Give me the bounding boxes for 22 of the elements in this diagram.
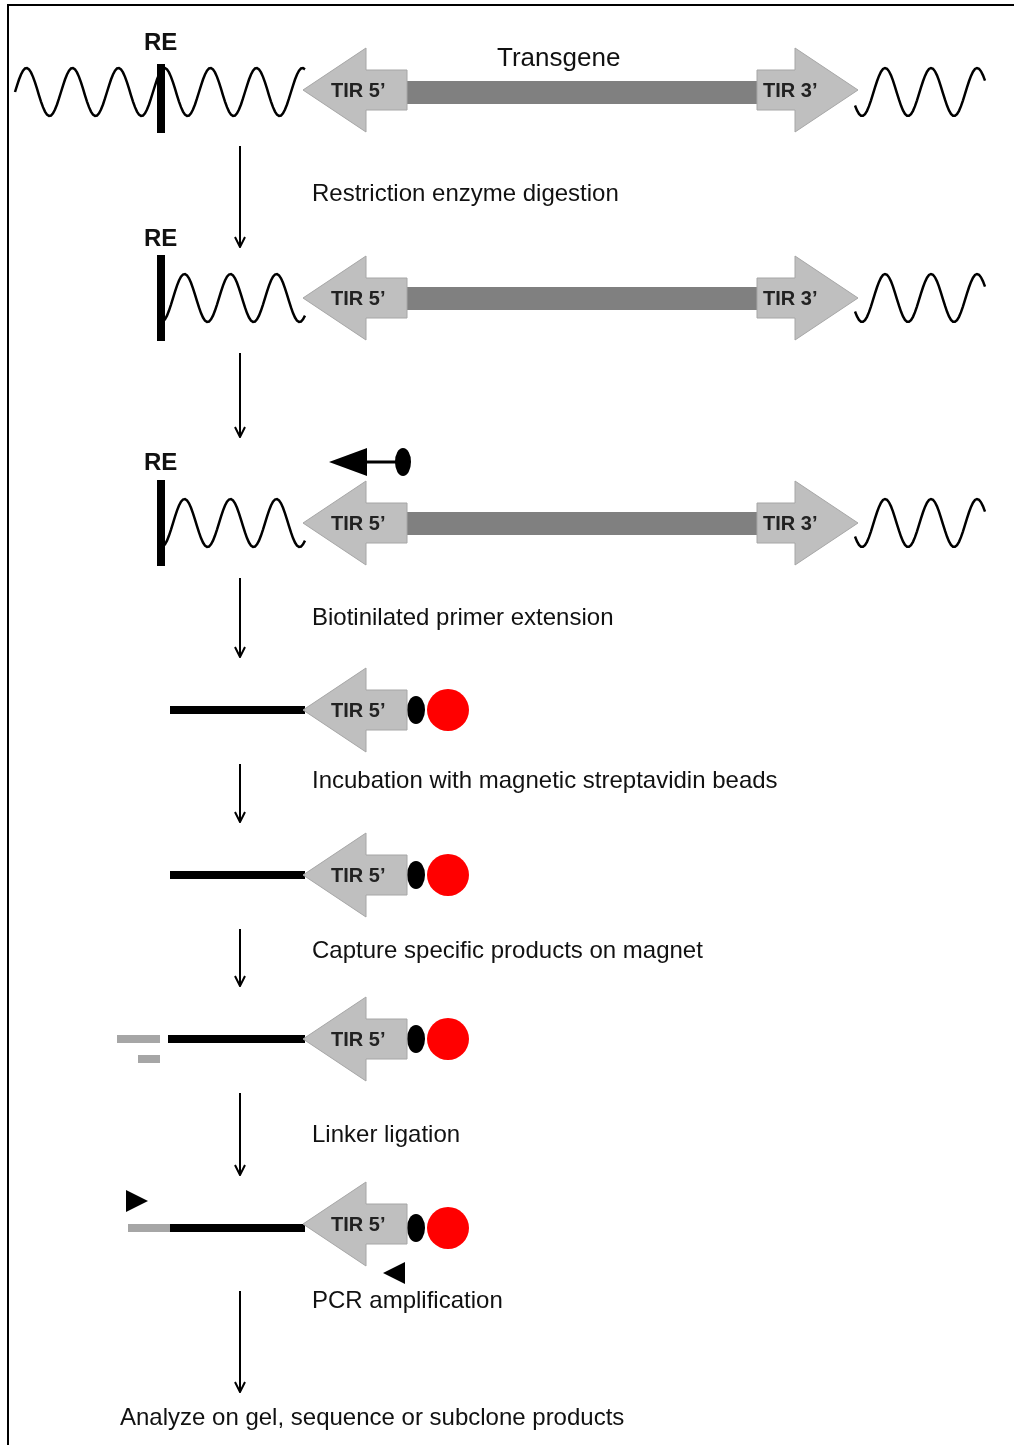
tir-arrow: TIR 3’ <box>757 48 858 132</box>
step-arrow <box>234 763 246 823</box>
tir-arrow: TIR 5’ <box>303 668 407 752</box>
tir-arrow: TIR 3’ <box>757 481 858 565</box>
step-arrow <box>234 1290 246 1393</box>
tir-arrow: TIR 5’ <box>303 1182 407 1266</box>
step-text: Analyze on gel, sequence or subclone products <box>120 1400 760 1436</box>
tir-arrow: TIR 3’ <box>757 256 858 340</box>
tir-arrow: TIR 5’ <box>303 256 407 340</box>
tir-arrow: TIR 5’ <box>303 833 407 917</box>
tir-arrow: TIR 5’ <box>303 997 407 1081</box>
site-label: RE <box>144 224 178 252</box>
step-arrow <box>234 145 246 248</box>
step-arrow <box>234 1092 246 1176</box>
step-arrow <box>234 577 246 658</box>
step-arrow <box>234 928 246 987</box>
tir-arrow: TIR 5’ <box>303 48 407 132</box>
tir-arrow: TIR 5’ <box>303 481 407 565</box>
site-label: RE <box>144 28 178 56</box>
site-label: RE <box>144 448 178 476</box>
step-arrow <box>234 352 246 438</box>
gene-label: Transgene <box>497 42 621 73</box>
